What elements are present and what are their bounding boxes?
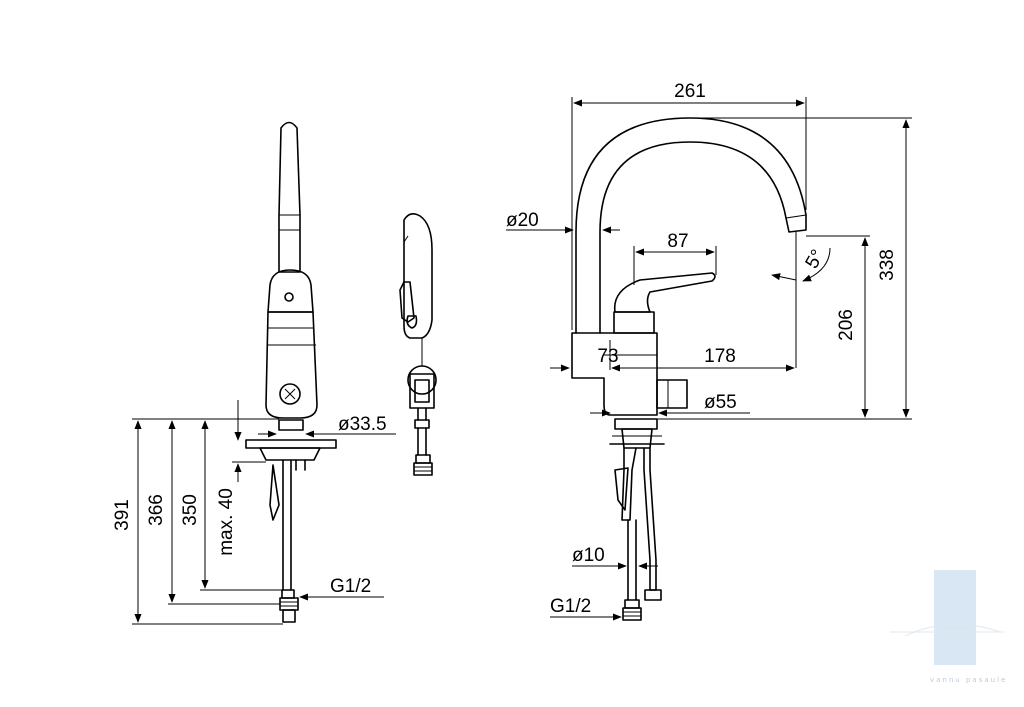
dimension-366: 366 bbox=[146, 420, 176, 603]
dimension-o10: ø10 bbox=[572, 545, 658, 570]
dim-5deg-label: 5° bbox=[802, 246, 829, 272]
dimension-338: 338 bbox=[700, 117, 912, 418]
dimension-o20: ø20 bbox=[506, 210, 620, 234]
dim-o33-5-label: ø33.5 bbox=[338, 414, 387, 435]
dimension-5deg: 5° bbox=[771, 232, 831, 368]
watermark-logo: vannu pasaule bbox=[890, 570, 1007, 684]
side-base-ring bbox=[278, 419, 304, 431]
dim-366-label: 366 bbox=[146, 494, 167, 526]
front-spout bbox=[403, 212, 433, 339]
dimension-g12-left: G1/2 bbox=[299, 576, 384, 601]
dim-87-label: 87 bbox=[667, 231, 688, 252]
dim-206-label: 206 bbox=[836, 309, 857, 341]
dim-o55-label: ø55 bbox=[704, 392, 737, 413]
dim-73-label: 73 bbox=[597, 346, 618, 367]
dimension-ext-lines-left bbox=[132, 418, 283, 625]
dim-178-label: 178 bbox=[704, 346, 736, 367]
dimension-o33-5: ø33.5 bbox=[258, 414, 396, 438]
dimension-206: 206 bbox=[806, 235, 870, 418]
dim-g12-right-label: G1/2 bbox=[550, 596, 591, 617]
dim-g12-left-label: G1/2 bbox=[330, 576, 371, 597]
front-view bbox=[399, 212, 437, 476]
elevation-lever bbox=[613, 272, 716, 313]
side-spout-tube bbox=[278, 121, 301, 273]
dim-max40-label: max. 40 bbox=[216, 488, 237, 556]
dimension-87: 87 bbox=[633, 231, 717, 285]
dim-261-label: 261 bbox=[674, 81, 706, 102]
dimension-o55: ø55 bbox=[590, 392, 750, 417]
dimension-g12-right: G1/2 bbox=[550, 596, 622, 621]
dim-391-label: 391 bbox=[112, 499, 133, 531]
dim-350-label: 350 bbox=[180, 494, 201, 526]
elevation-view bbox=[571, 117, 807, 621]
side-body bbox=[265, 311, 318, 419]
dimension-261: 261 bbox=[571, 81, 807, 330]
dim-o20-label: ø20 bbox=[506, 210, 539, 231]
dim-o10-label: ø10 bbox=[572, 545, 605, 566]
dimension-391: 391 bbox=[112, 420, 142, 623]
side-view bbox=[245, 121, 337, 623]
side-cap bbox=[267, 269, 314, 313]
side-rosette bbox=[245, 439, 337, 449]
watermark-text: vannu pasaule bbox=[930, 676, 1007, 684]
dimension-max40: max. 40 bbox=[216, 400, 242, 556]
dimension-350: 350 bbox=[180, 420, 209, 589]
dim-338-label: 338 bbox=[877, 249, 898, 281]
elevation-spout bbox=[575, 117, 807, 334]
dimension-73-178: 73 178 bbox=[550, 340, 795, 378]
